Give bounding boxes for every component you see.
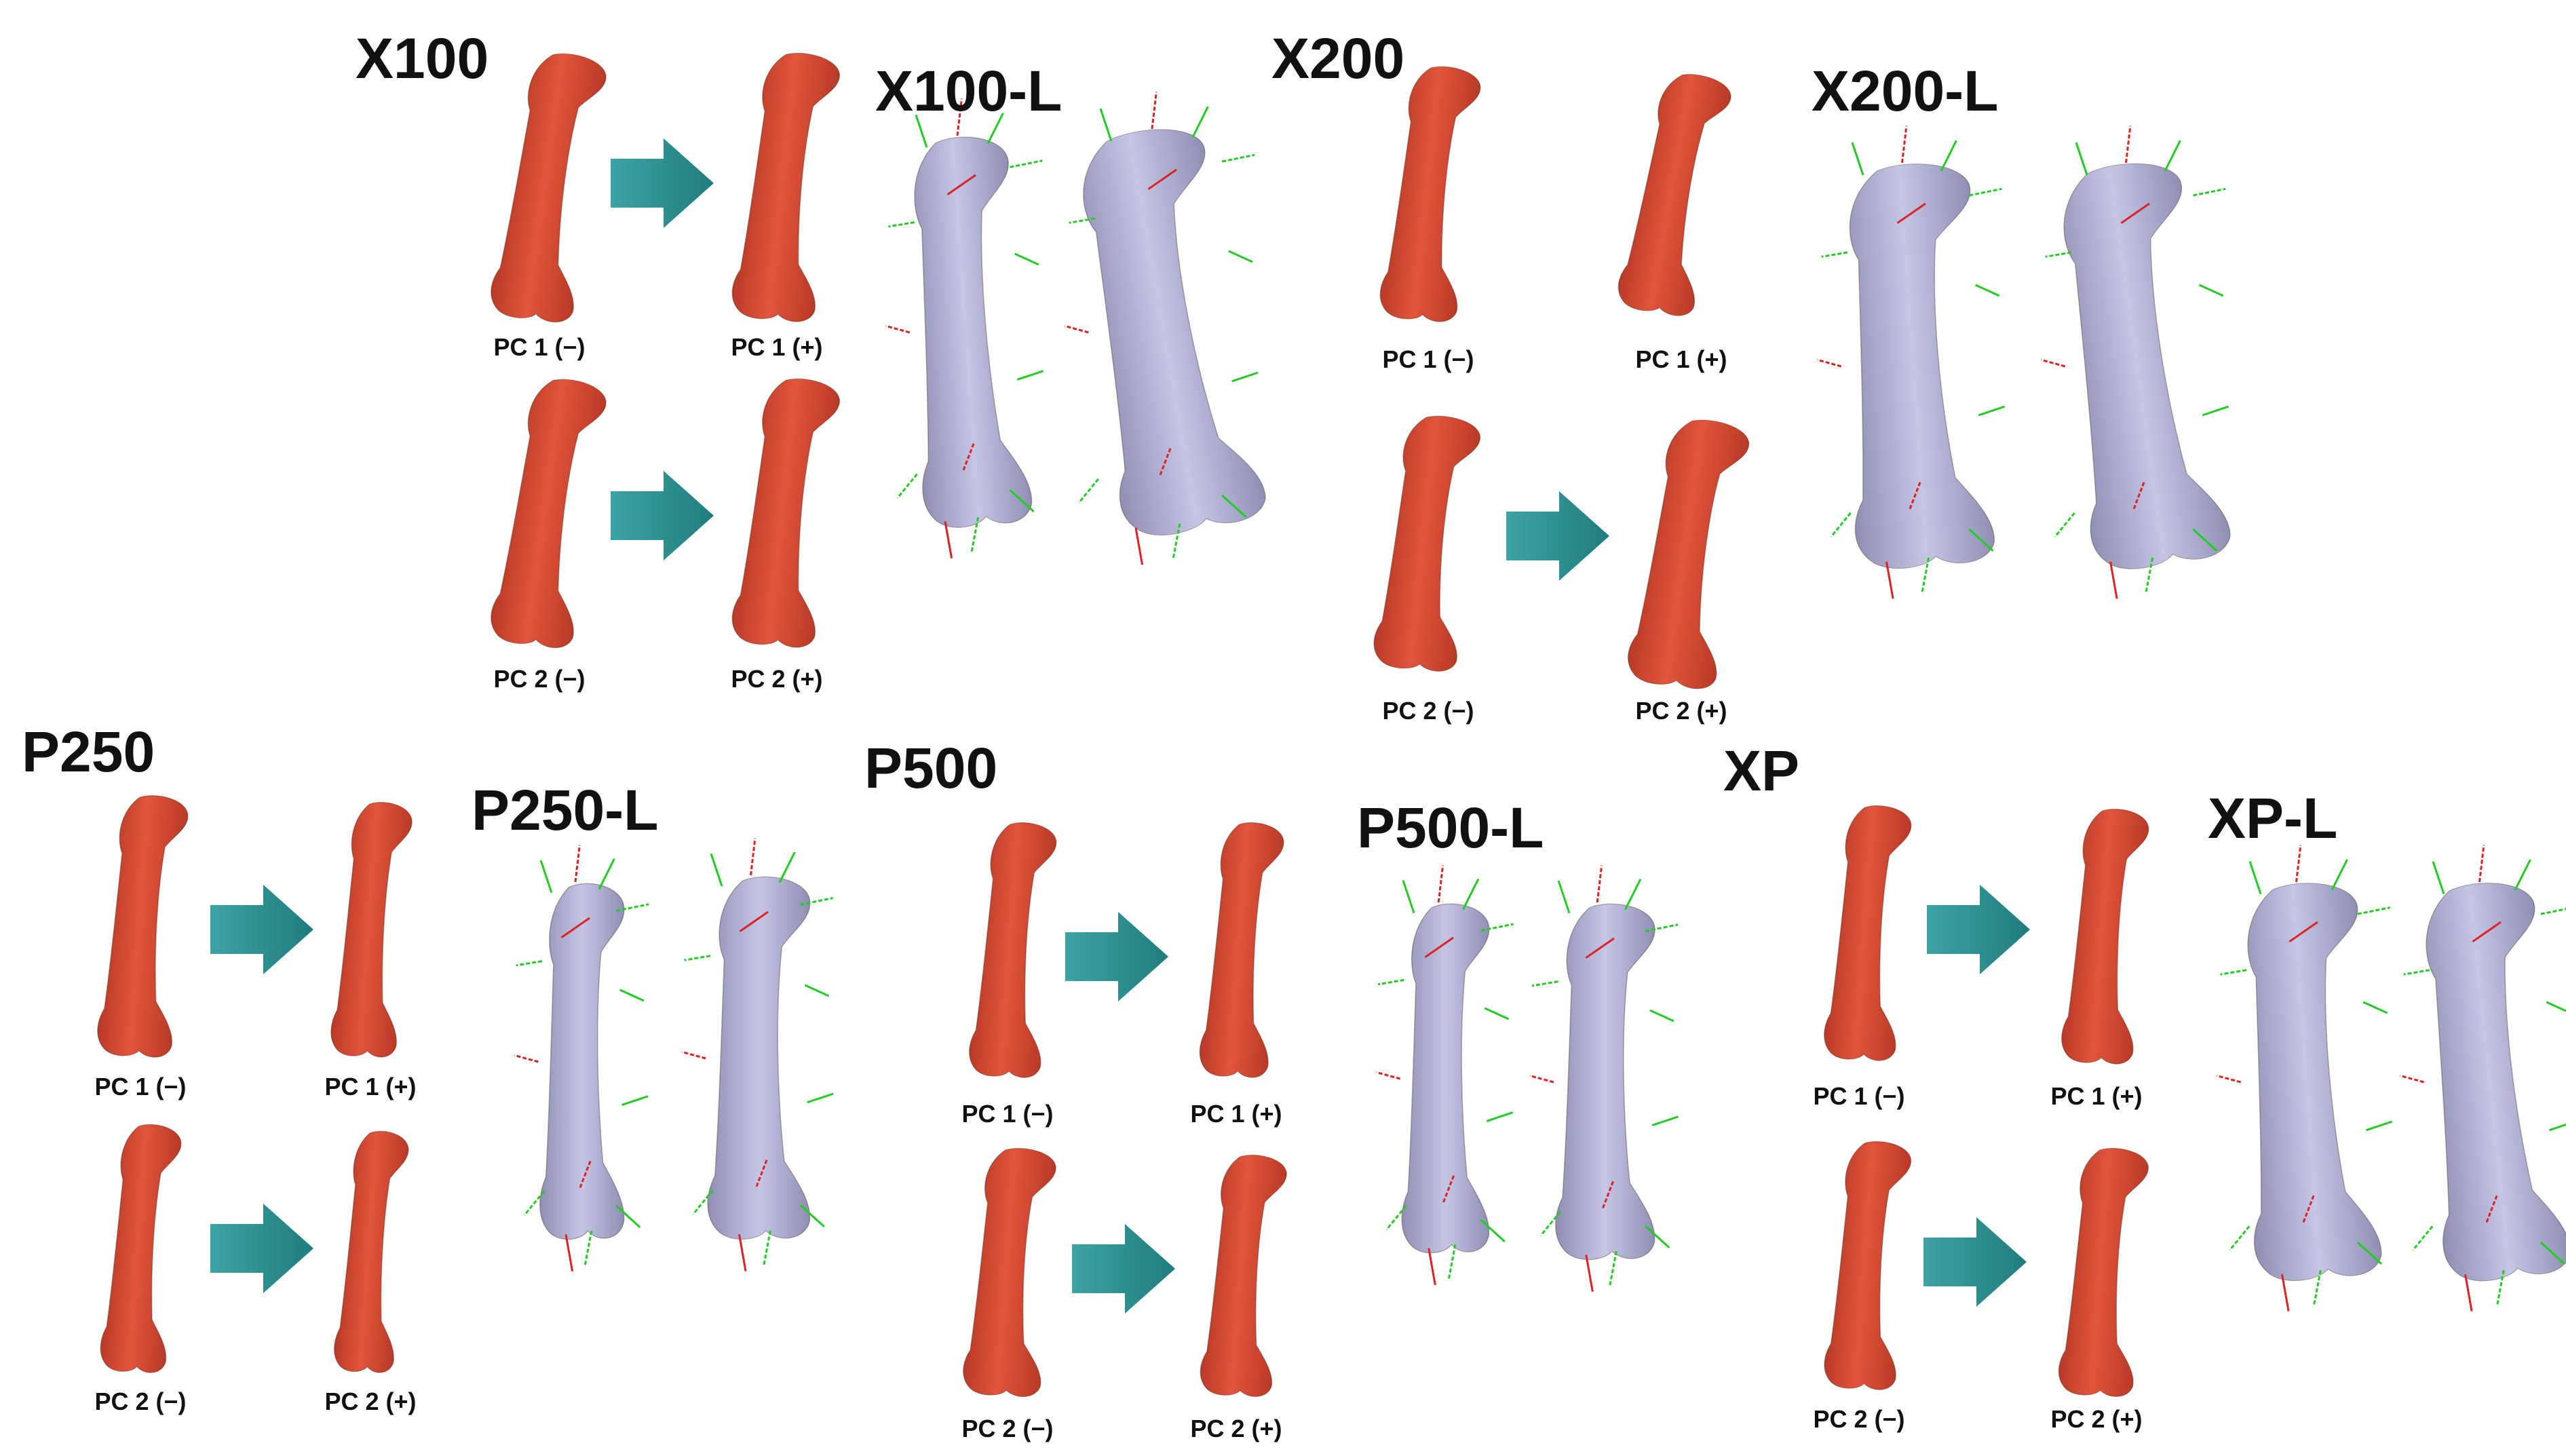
label-x200-pc1-neg: PC 1 (−) <box>1382 345 1474 373</box>
label-x100-pc1-neg: PC 1 (−) <box>493 333 586 361</box>
mean-bone-p250-anterior <box>539 883 625 1240</box>
title-xp: XP <box>1723 739 1800 803</box>
mean-title-xp: XP-L <box>2208 786 2338 850</box>
landmark-vectors-x100-posterior <box>1064 92 1259 565</box>
bone-xp-pc1-pos <box>2061 808 2149 1065</box>
mean-title-p250: P250-L <box>472 778 659 842</box>
label-p250-pc1-neg: PC 1 (−) <box>94 1073 187 1100</box>
mean-bone-p500-anterior <box>1401 903 1490 1254</box>
label-x100-pc2-pos: PC 2 (+) <box>731 665 823 693</box>
label-p250-pc2-pos: PC 2 (+) <box>324 1387 417 1415</box>
label-p500-pc2-neg: PC 2 (−) <box>961 1415 1054 1442</box>
label-x200-pc2-pos: PC 2 (+) <box>1635 697 1727 725</box>
landmark-vectors-x200-posterior <box>2041 126 2229 599</box>
bone-p500-pc2-pos <box>1200 1154 1287 1397</box>
label-x200-pc2-neg: PC 2 (−) <box>1382 697 1474 725</box>
bone-p500-pc2-neg <box>963 1148 1056 1398</box>
mean-bone-p250-posterior <box>707 876 811 1240</box>
bone-xp-pc2-neg <box>1824 1141 1912 1390</box>
label-p500-pc1-neg: PC 1 (−) <box>961 1100 1054 1128</box>
bone-x100-pc1-neg <box>491 53 607 323</box>
mean-title-x200: X200-L <box>1812 59 1999 123</box>
mean-bone-x100-posterior <box>1083 129 1266 536</box>
label-xp-pc2-neg: PC 2 (−) <box>1813 1405 1905 1433</box>
bone-x100-pc2-neg <box>491 379 607 649</box>
right-arrow-icon <box>611 138 714 228</box>
mean-bone-xp-posterior <box>2426 883 2566 1282</box>
label-x200-pc1-pos: PC 1 (+) <box>1635 345 1727 373</box>
title-p250: P250 <box>22 720 155 784</box>
label-xp-pc1-pos: PC 1 (+) <box>2050 1082 2143 1110</box>
mean-bone-xp-anterior <box>2247 883 2382 1282</box>
landmark-vectors-p500-anterior <box>1376 865 1514 1286</box>
bone-p250-pc1-neg <box>97 795 189 1058</box>
bone-x100-pc2-pos <box>731 378 840 648</box>
mean-bone-x200-posterior <box>2063 163 2231 569</box>
landmark-vectors-x200-anterior <box>1817 126 2006 599</box>
label-p250-pc1-pos: PC 1 (+) <box>324 1073 417 1100</box>
right-arrow-icon <box>611 471 714 560</box>
bone-p250-pc2-neg <box>100 1124 182 1373</box>
label-x100-pc2-neg: PC 2 (−) <box>493 665 586 693</box>
label-p500-pc2-pos: PC 2 (+) <box>1190 1415 1282 1442</box>
bone-xp-pc2-pos <box>2058 1147 2149 1397</box>
right-arrow-icon <box>1072 1224 1175 1314</box>
title-x100: X100 <box>356 26 489 90</box>
right-arrow-icon <box>210 885 313 974</box>
bone-xp-pc1-neg <box>1824 805 1912 1061</box>
right-arrow-icon <box>1923 1217 2027 1307</box>
bone-p500-pc1-neg <box>969 822 1057 1078</box>
bone-x200-pc1-pos <box>1617 74 1731 316</box>
title-x200: X200 <box>1271 26 1405 90</box>
landmark-vectors-p250-posterior <box>681 838 834 1271</box>
mean-title-x100: X100-L <box>875 59 1062 123</box>
mean-bone-x200-anterior <box>1849 164 1995 569</box>
mean-bone-p500-posterior <box>1555 903 1655 1261</box>
landmark-vectors-x100-anterior <box>885 98 1044 559</box>
label-x100-pc1-pos: PC 1 (+) <box>731 333 823 361</box>
bone-p250-pc2-pos <box>333 1130 409 1373</box>
right-arrow-icon <box>1065 912 1168 1001</box>
bone-x100-pc1-pos <box>731 52 840 322</box>
label-p250-pc2-neg: PC 2 (−) <box>94 1387 187 1415</box>
bone-x200-pc2-pos <box>1627 419 1750 689</box>
right-arrow-icon <box>210 1204 313 1293</box>
bone-x200-pc1-neg <box>1379 66 1481 322</box>
bone-x200-pc2-neg <box>1373 415 1481 672</box>
bone-p250-pc1-pos <box>330 801 413 1058</box>
landmark-vectors-p500-posterior <box>1529 865 1679 1292</box>
label-xp-pc1-neg: PC 1 (−) <box>1813 1082 1905 1110</box>
landmark-vectors-xp-posterior <box>2400 845 2566 1311</box>
mean-title-p500: P500-L <box>1357 796 1544 860</box>
right-arrow-icon <box>1927 885 2030 974</box>
title-p500: P500 <box>864 736 998 800</box>
landmark-vectors-xp-anterior <box>2217 845 2393 1311</box>
label-xp-pc2-pos: PC 2 (+) <box>2050 1405 2143 1433</box>
landmark-vectors-p250-anterior <box>514 845 649 1272</box>
label-p500-pc1-pos: PC 1 (+) <box>1190 1100 1282 1128</box>
mean-bone-x100-anterior <box>914 136 1033 528</box>
bone-p500-pc1-pos <box>1199 822 1284 1078</box>
right-arrow-icon <box>1506 491 1609 581</box>
